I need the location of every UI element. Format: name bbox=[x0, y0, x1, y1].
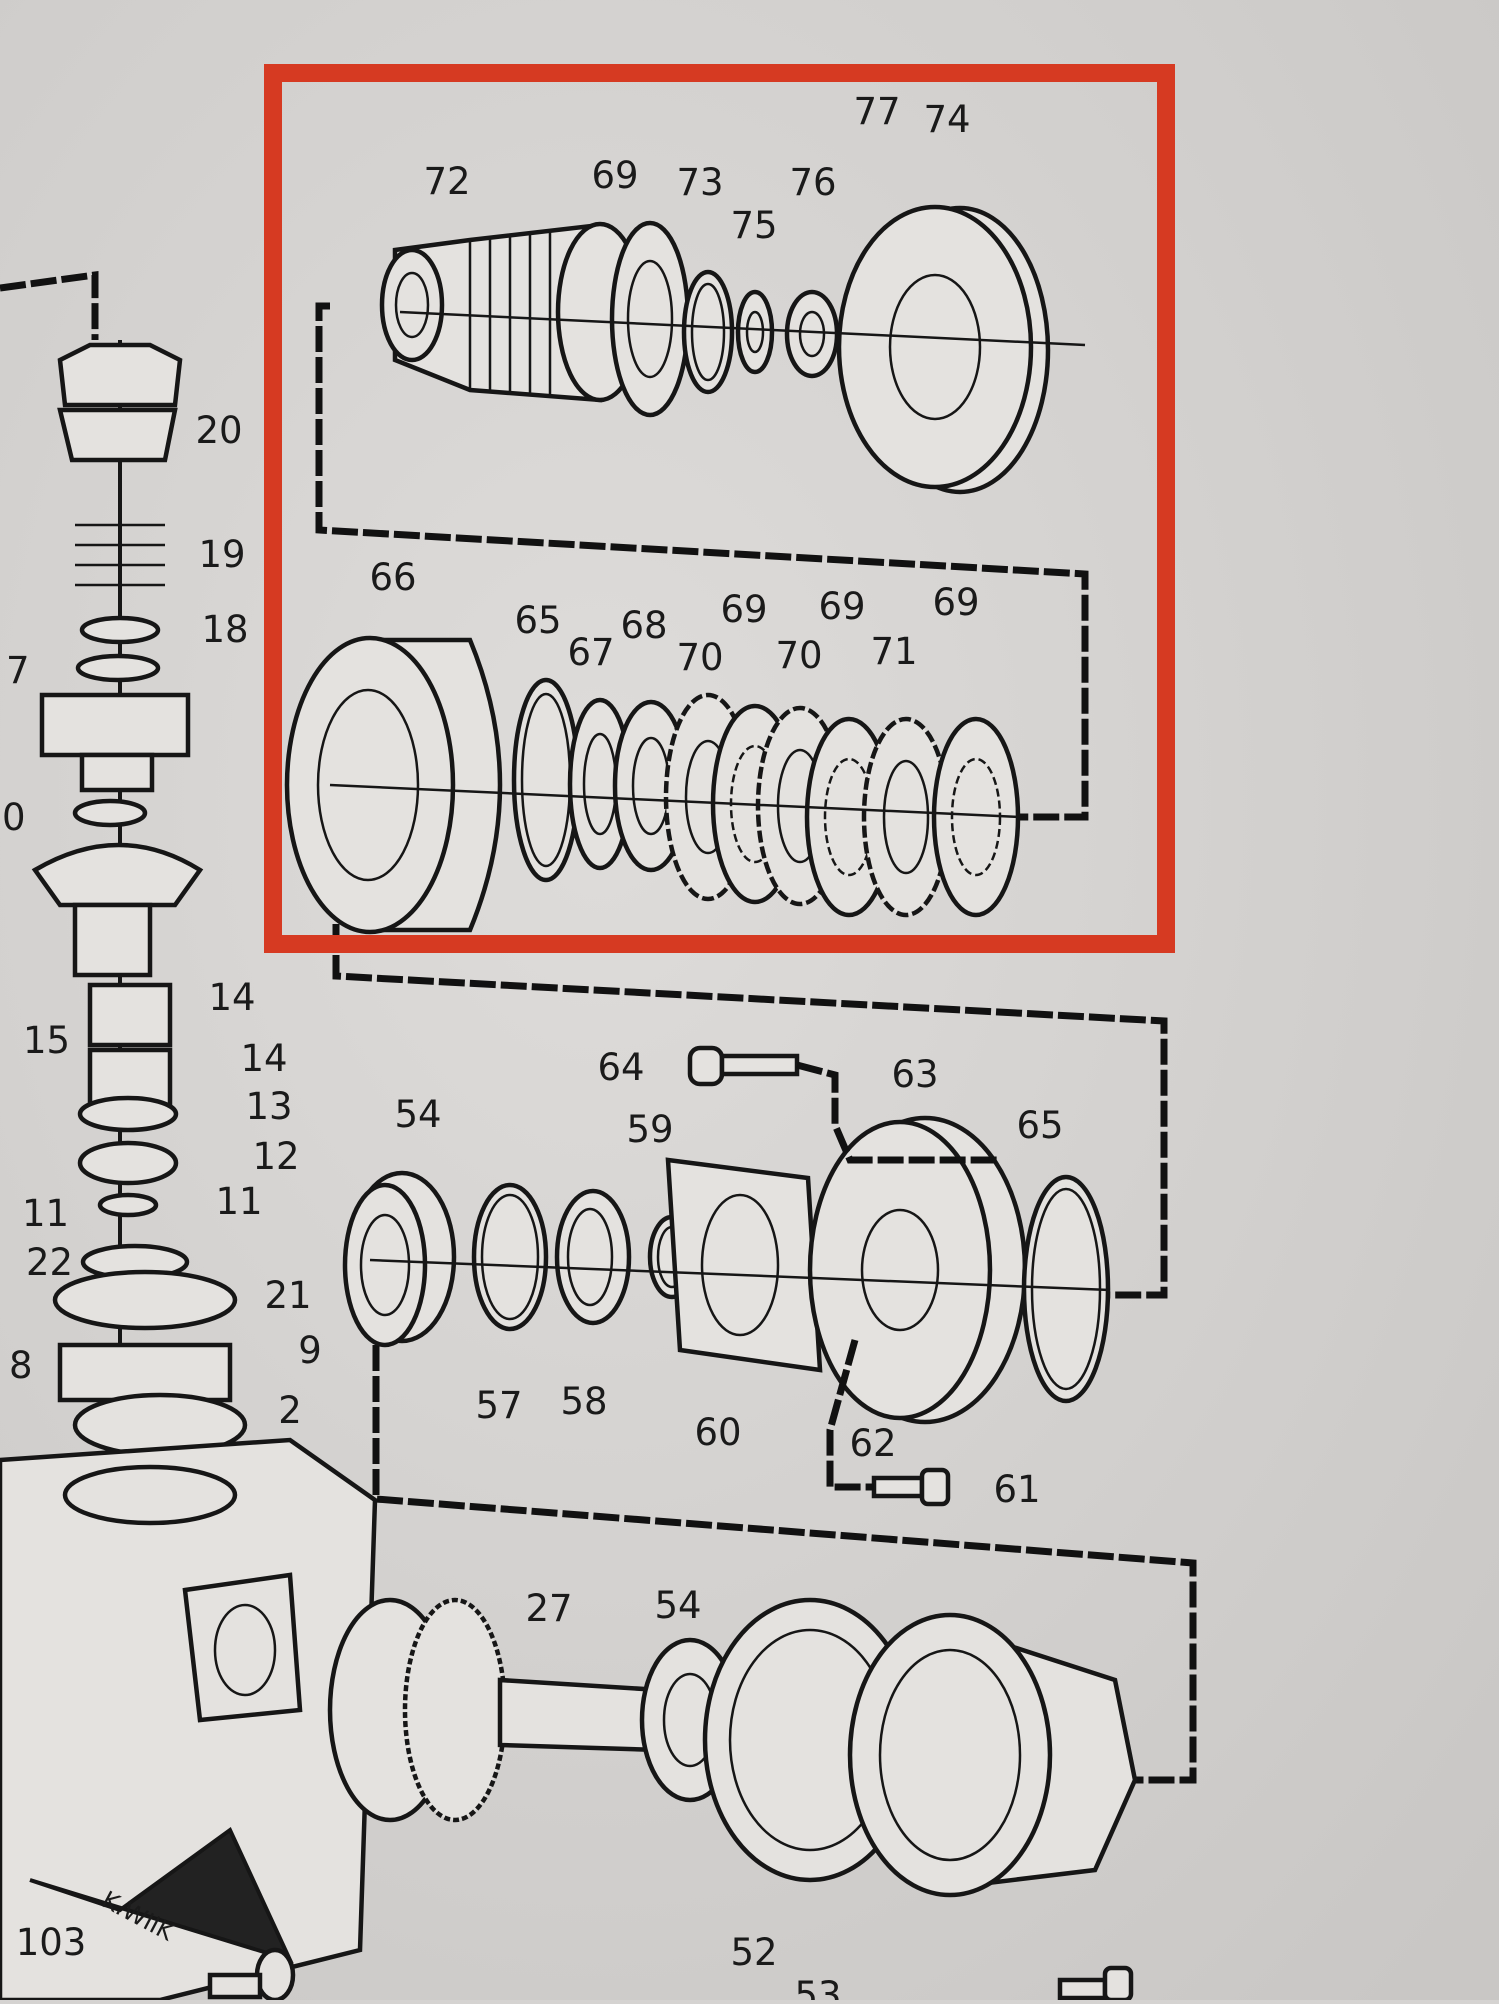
gear-part-27 bbox=[327, 1597, 663, 1823]
part-label-left-stack: 22 bbox=[26, 1241, 73, 1284]
part-label-left-stack: 12 bbox=[252, 1135, 299, 1178]
assembly-bracket-top bbox=[315, 302, 1089, 821]
bolt-bracket-64 bbox=[796, 1061, 1000, 1164]
part-label-clutch-pack: 70 bbox=[775, 634, 822, 677]
part-label-clutch-pack: 69 bbox=[818, 585, 865, 628]
assembly-bracket-left-top bbox=[0, 270, 99, 340]
part-label-clutch-pack: 69 bbox=[932, 581, 979, 624]
part-label-top-assembly: 72 bbox=[423, 160, 470, 203]
bolt-bracket-61 bbox=[826, 1339, 874, 1491]
part-label-clutch-pack: 65 bbox=[514, 599, 561, 642]
housing-part-2 bbox=[0, 1437, 378, 2003]
highlight-box bbox=[264, 64, 1175, 953]
part-label-bottom-row: 103 bbox=[16, 1921, 87, 1964]
ring-part-57 bbox=[471, 1182, 549, 1332]
part-label-left-stack: 14 bbox=[240, 1037, 287, 1080]
part-label-middle-row: 59 bbox=[626, 1108, 673, 1151]
disc-part-71 bbox=[861, 716, 951, 918]
bearing-part-76 bbox=[784, 289, 840, 379]
part-label-middle-row: 62 bbox=[849, 1422, 896, 1465]
part-label-bottom-row: 52 bbox=[730, 1931, 777, 1974]
part-label-left-stack: 8 bbox=[9, 1344, 33, 1387]
disc-part-69-top bbox=[609, 220, 691, 418]
part-label-clutch-pack: 68 bbox=[620, 604, 667, 647]
left-stack-parts bbox=[31, 340, 248, 1458]
part-label-top-assembly: 69 bbox=[591, 154, 638, 197]
seal-part-58 bbox=[554, 1188, 632, 1326]
cover-part-60 bbox=[665, 1157, 823, 1373]
flange-part-74 bbox=[836, 204, 1051, 495]
washer-part-75 bbox=[735, 289, 775, 375]
drum-part-66 bbox=[284, 635, 503, 935]
part-label-top-assembly: 77 bbox=[853, 90, 900, 133]
part-label-top-assembly: 75 bbox=[730, 204, 777, 247]
part-label-left-stack: 15 bbox=[23, 1019, 70, 1062]
part-label-left-stack: 7 bbox=[6, 649, 30, 692]
part-label-bottom-row: 27 bbox=[525, 1587, 572, 1630]
part-label-bottom-row: 54 bbox=[654, 1584, 701, 1627]
part-label-middle-row: 64 bbox=[597, 1046, 644, 1089]
part-label-middle-row: 65 bbox=[1016, 1104, 1063, 1147]
part-label-clutch-pack: 67 bbox=[567, 631, 614, 674]
part-label-left-stack: 21 bbox=[264, 1274, 311, 1317]
part-label-left-stack: 14 bbox=[208, 976, 255, 1019]
housing-part-53 bbox=[847, 1612, 1138, 1898]
part-label-left-stack: 2 bbox=[278, 1389, 302, 1432]
part-label-top-assembly: 73 bbox=[676, 161, 723, 204]
bolt-part-61 bbox=[871, 1467, 951, 1507]
axis-line-top bbox=[399, 310, 1086, 347]
ring-part-73 bbox=[681, 269, 735, 395]
part-label-clutch-pack: 71 bbox=[870, 630, 917, 673]
part-label-middle-row: 58 bbox=[560, 1380, 607, 1423]
axis-line-middle bbox=[369, 1258, 1111, 1292]
part-label-left-stack: 13 bbox=[245, 1085, 292, 1128]
part-label-left-stack: 19 bbox=[198, 533, 245, 576]
part-label-left-stack: 18 bbox=[201, 608, 248, 651]
assembly-bracket-lower bbox=[372, 1314, 1197, 1784]
part-label-middle-row: 54 bbox=[394, 1093, 441, 1136]
part-label-top-assembly: 76 bbox=[789, 161, 836, 204]
part-label-middle-row: 61 bbox=[993, 1468, 1040, 1511]
part-label-left-stack: 0 bbox=[2, 796, 26, 839]
part-label-left-stack: 11 bbox=[215, 1180, 262, 1223]
part-label-left-stack: 11 bbox=[22, 1192, 69, 1235]
part-label-left-stack: 9 bbox=[298, 1329, 322, 1372]
part-label-middle-row: 63 bbox=[891, 1053, 938, 1096]
part-label-clutch-pack: 66 bbox=[369, 556, 416, 599]
part-label-top-assembly: 74 bbox=[923, 98, 970, 141]
bolt-part-64 bbox=[687, 1045, 800, 1087]
part-label-left-stack: 20 bbox=[195, 409, 242, 452]
part-label-clutch-pack: 69 bbox=[720, 588, 767, 631]
axis-line-clutch bbox=[329, 783, 1021, 819]
plug-part-103 bbox=[207, 1947, 296, 2003]
part-label-middle-row: 60 bbox=[694, 1411, 741, 1454]
part-label-clutch-pack: 70 bbox=[676, 636, 723, 679]
bearing-part-54-mid bbox=[342, 1170, 457, 1348]
part-label-bottom-row: 53 bbox=[794, 1974, 841, 2000]
part-label-middle-row: 57 bbox=[475, 1384, 522, 1427]
